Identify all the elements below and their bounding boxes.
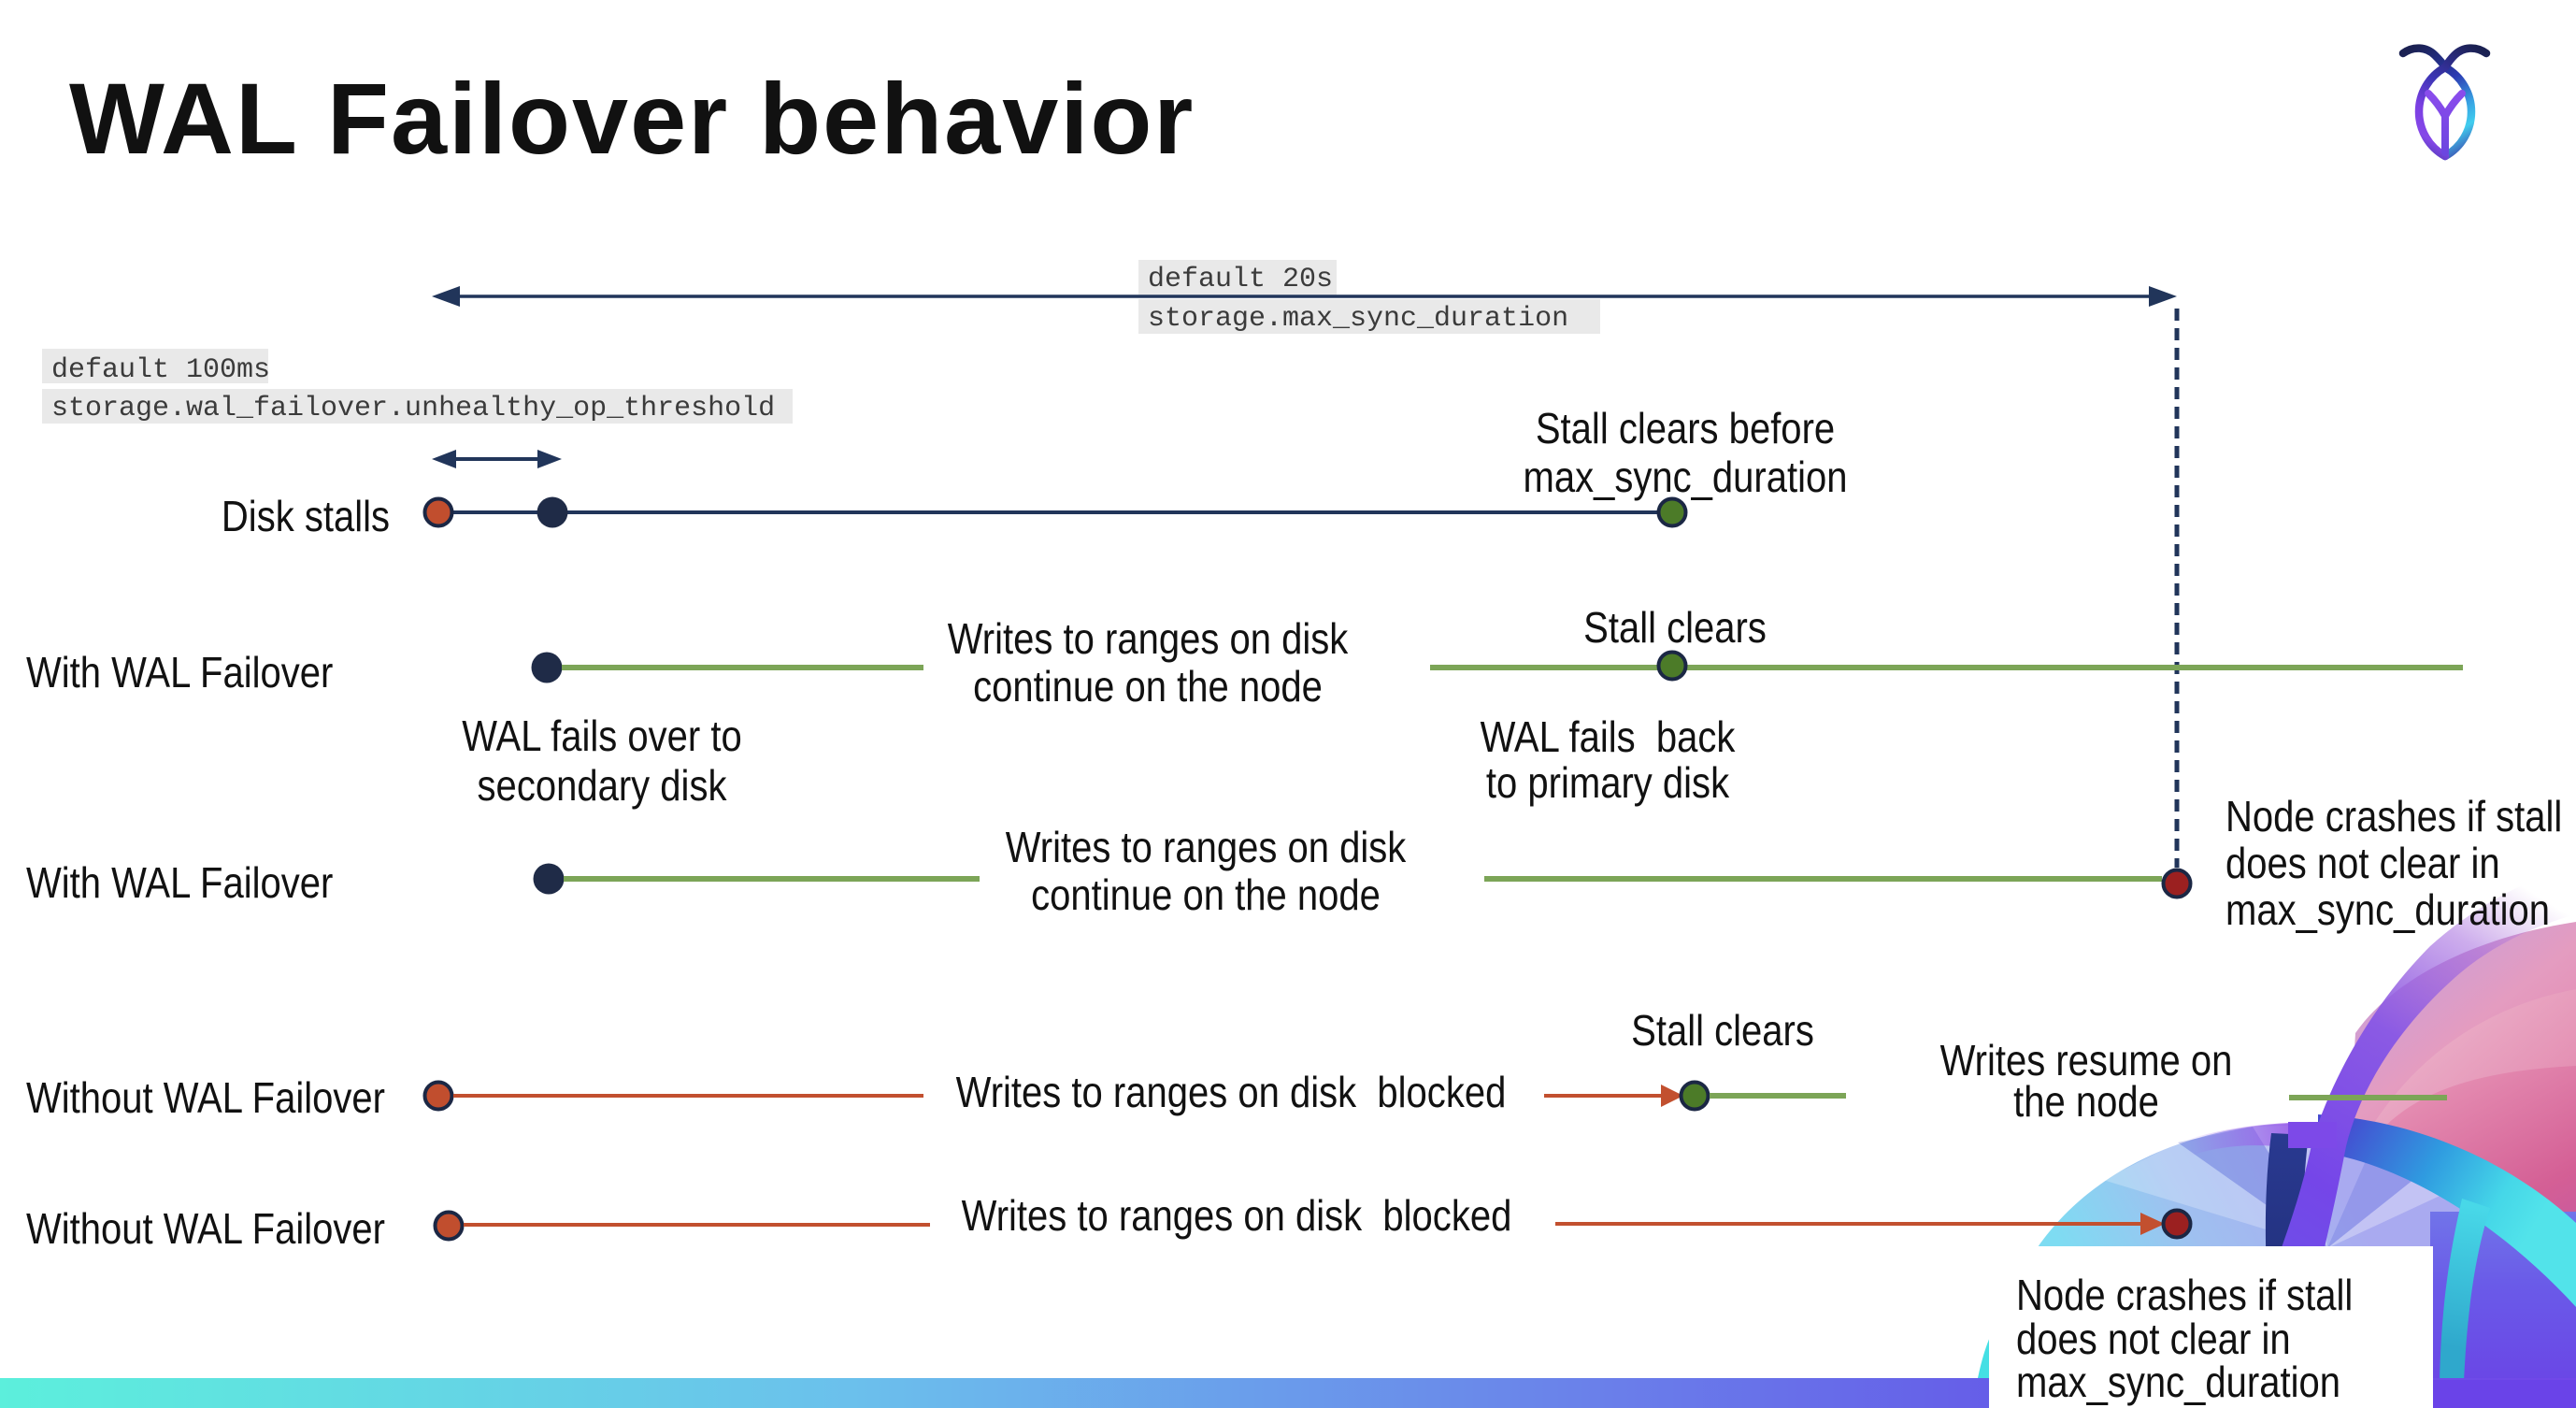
- svg-text:max_sync_duration: max_sync_duration: [2016, 1358, 2340, 1406]
- svg-text:to primary disk: to primary disk: [1486, 759, 1730, 807]
- svg-text:secondary disk: secondary disk: [478, 762, 727, 810]
- svg-text:the node: the node: [2013, 1078, 2159, 1126]
- svg-text:storage.max_sync_duration: storage.max_sync_duration: [1148, 303, 1568, 335]
- svg-text:With WAL Failover: With WAL Failover: [26, 859, 333, 907]
- svg-text:WAL fails over to: WAL fails over to: [462, 712, 741, 760]
- svg-text:Writes resume on: Writes resume on: [1940, 1037, 2233, 1085]
- svg-text:Writes to ranges on disk: Writes to ranges on disk: [1006, 824, 1407, 871]
- svg-text:Disk stalls: Disk stalls: [222, 493, 390, 540]
- svg-text:Node crashes if stall: Node crashes if stall: [2225, 793, 2562, 840]
- svg-text:With WAL Failover: With WAL Failover: [26, 649, 333, 697]
- svg-text:Writes to ranges on disk: Writes to ranges on disk: [948, 615, 1349, 663]
- svg-text:Writes to ranges on disk bloc: Writes to ranges on disk blocked: [956, 1069, 1507, 1116]
- svg-text:Stall clears: Stall clears: [1583, 604, 1767, 652]
- svg-text:Stall clears: Stall clears: [1631, 1007, 1814, 1055]
- svg-text:does not clear in: does not clear in: [2225, 840, 2500, 887]
- svg-text:WAL fails back: WAL fails back: [1481, 713, 1736, 761]
- svg-text:max_sync_duration: max_sync_duration: [2225, 886, 2550, 934]
- svg-text:continue on the node: continue on the node: [1031, 871, 1381, 919]
- svg-text:does not clear in: does not clear in: [2016, 1315, 2291, 1363]
- svg-text:Node crashes if stall: Node crashes if stall: [2016, 1272, 2353, 1319]
- svg-text:max_sync_duration: max_sync_duration: [1523, 453, 1847, 501]
- svg-text:default 100ms: default 100ms: [51, 354, 270, 386]
- svg-text:Stall clears before: Stall clears before: [1536, 405, 1835, 453]
- svg-text:storage.wal_failover.unhealthy: storage.wal_failover.unhealthy_op_thresh…: [51, 393, 775, 424]
- svg-text:continue on the node: continue on the node: [973, 663, 1323, 711]
- svg-text:default 20s: default 20s: [1148, 264, 1333, 295]
- svg-text:WAL Failover behavior: WAL Failover behavior: [69, 62, 1195, 175]
- svg-text:Without WAL Failover: Without WAL Failover: [26, 1205, 385, 1253]
- svg-text:Writes to ranges on disk bloc: Writes to ranges on disk blocked: [962, 1192, 1512, 1240]
- svg-text:Without WAL Failover: Without WAL Failover: [26, 1074, 385, 1122]
